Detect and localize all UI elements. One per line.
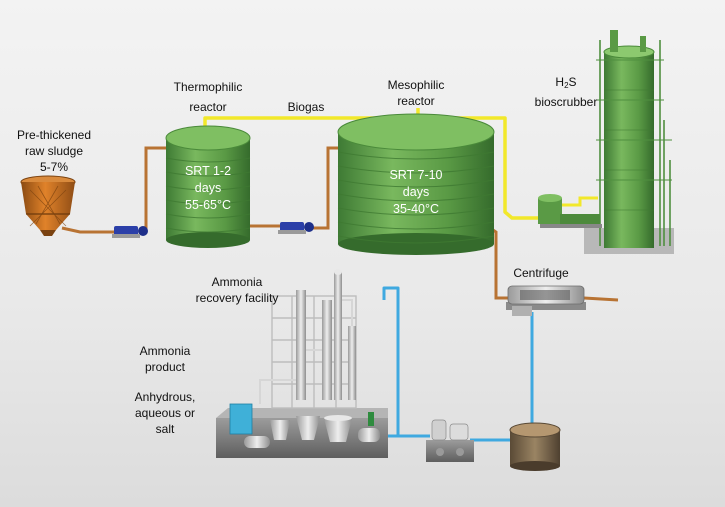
anhydrous-line2: aqueous or [134, 406, 196, 420]
sludge-pipe-to-thermo [140, 146, 168, 234]
pre-thickened-label: Pre-thickened raw sludge 5-7% [14, 127, 94, 175]
bioscrubber-pump-skid [538, 194, 602, 228]
bioscrubber-sub: 2 [564, 81, 569, 90]
ammonia-recovery-line1: Ammonia [211, 275, 263, 289]
centrate-pump-skid [426, 419, 474, 462]
anhydrous-line3: salt [155, 422, 175, 436]
ammonia-product-label: Ammonia product [132, 343, 198, 375]
ammonia-recovery-label: Ammonia recovery facility [184, 274, 290, 306]
mesophilic-srt: SRT 7-10 [389, 168, 443, 182]
bioscrubber-line1: H2S [524, 74, 608, 94]
mesophilic-title-line1: Mesophilic [387, 78, 445, 92]
anhydrous-line1: Anhydrous, [134, 390, 196, 404]
centrate-pipe-to-ammonia [382, 286, 510, 442]
mesophilic-days: days [402, 185, 430, 199]
pre-thickened-line2: raw sludge [24, 144, 84, 158]
sludge-pipe-centrifuge-out [583, 296, 619, 302]
pre-thickened-line3: 5-7% [39, 160, 68, 174]
mesophilic-reactor-tank [337, 113, 495, 255]
thermophilic-srt: SRT 1-2 [184, 164, 232, 178]
thermophilic-title-line2: reactor [189, 100, 227, 114]
thermophilic-title-line1: Thermophilic [173, 80, 243, 94]
biogas-label: Biogas [287, 100, 325, 114]
bioscrubber-h: H [555, 75, 565, 89]
mesophilic-title-label: Mesophilic reactor [376, 77, 456, 109]
thermophilic-reactor-tank [165, 125, 251, 248]
thermophilic-title-label: Thermophilic reactor [164, 77, 252, 117]
pre-thickened-line1: Pre-thickened [16, 128, 92, 142]
mesophilic-title-line2: reactor [397, 94, 435, 108]
thermophilic-temp: 55-65°C [185, 198, 231, 212]
anhydrous-label: Anhydrous, aqueous or salt [128, 389, 202, 437]
centrifuge-unit [506, 285, 586, 316]
pre-thickened-sludge-hopper [20, 175, 76, 236]
ammonia-recovery-facility [216, 269, 388, 458]
thermophilic-days: days [194, 181, 222, 195]
pump-1 [112, 226, 148, 238]
pump-2 [278, 222, 314, 234]
centrifuge-label: Centrifuge [513, 266, 569, 280]
bioscrubber-label: H2S bioscrubber [524, 74, 608, 110]
ammonia-product-line1: Ammonia [139, 344, 191, 358]
centrate-storage-tank [509, 422, 561, 471]
biogas-pipe [203, 108, 540, 220]
ammonia-product-line2: product [144, 360, 186, 374]
biogas-pipe-to-stack [560, 196, 598, 207]
thermophilic-conditions-label: SRT 1-2 days 55-65°C [168, 163, 248, 214]
mesophilic-temp: 35-40°C [393, 202, 439, 216]
h2s-bioscrubber-column [584, 30, 674, 254]
sludge-pipe-to-meso [312, 146, 340, 230]
bioscrubber-line2: bioscrubber [534, 95, 598, 109]
mesophilic-conditions-label: SRT 7-10 days 35-40°C [376, 167, 456, 218]
ammonia-recovery-line2: recovery facility [195, 291, 279, 305]
bioscrubber-s: S [568, 75, 577, 89]
sludge-pipe-feed [61, 226, 118, 234]
